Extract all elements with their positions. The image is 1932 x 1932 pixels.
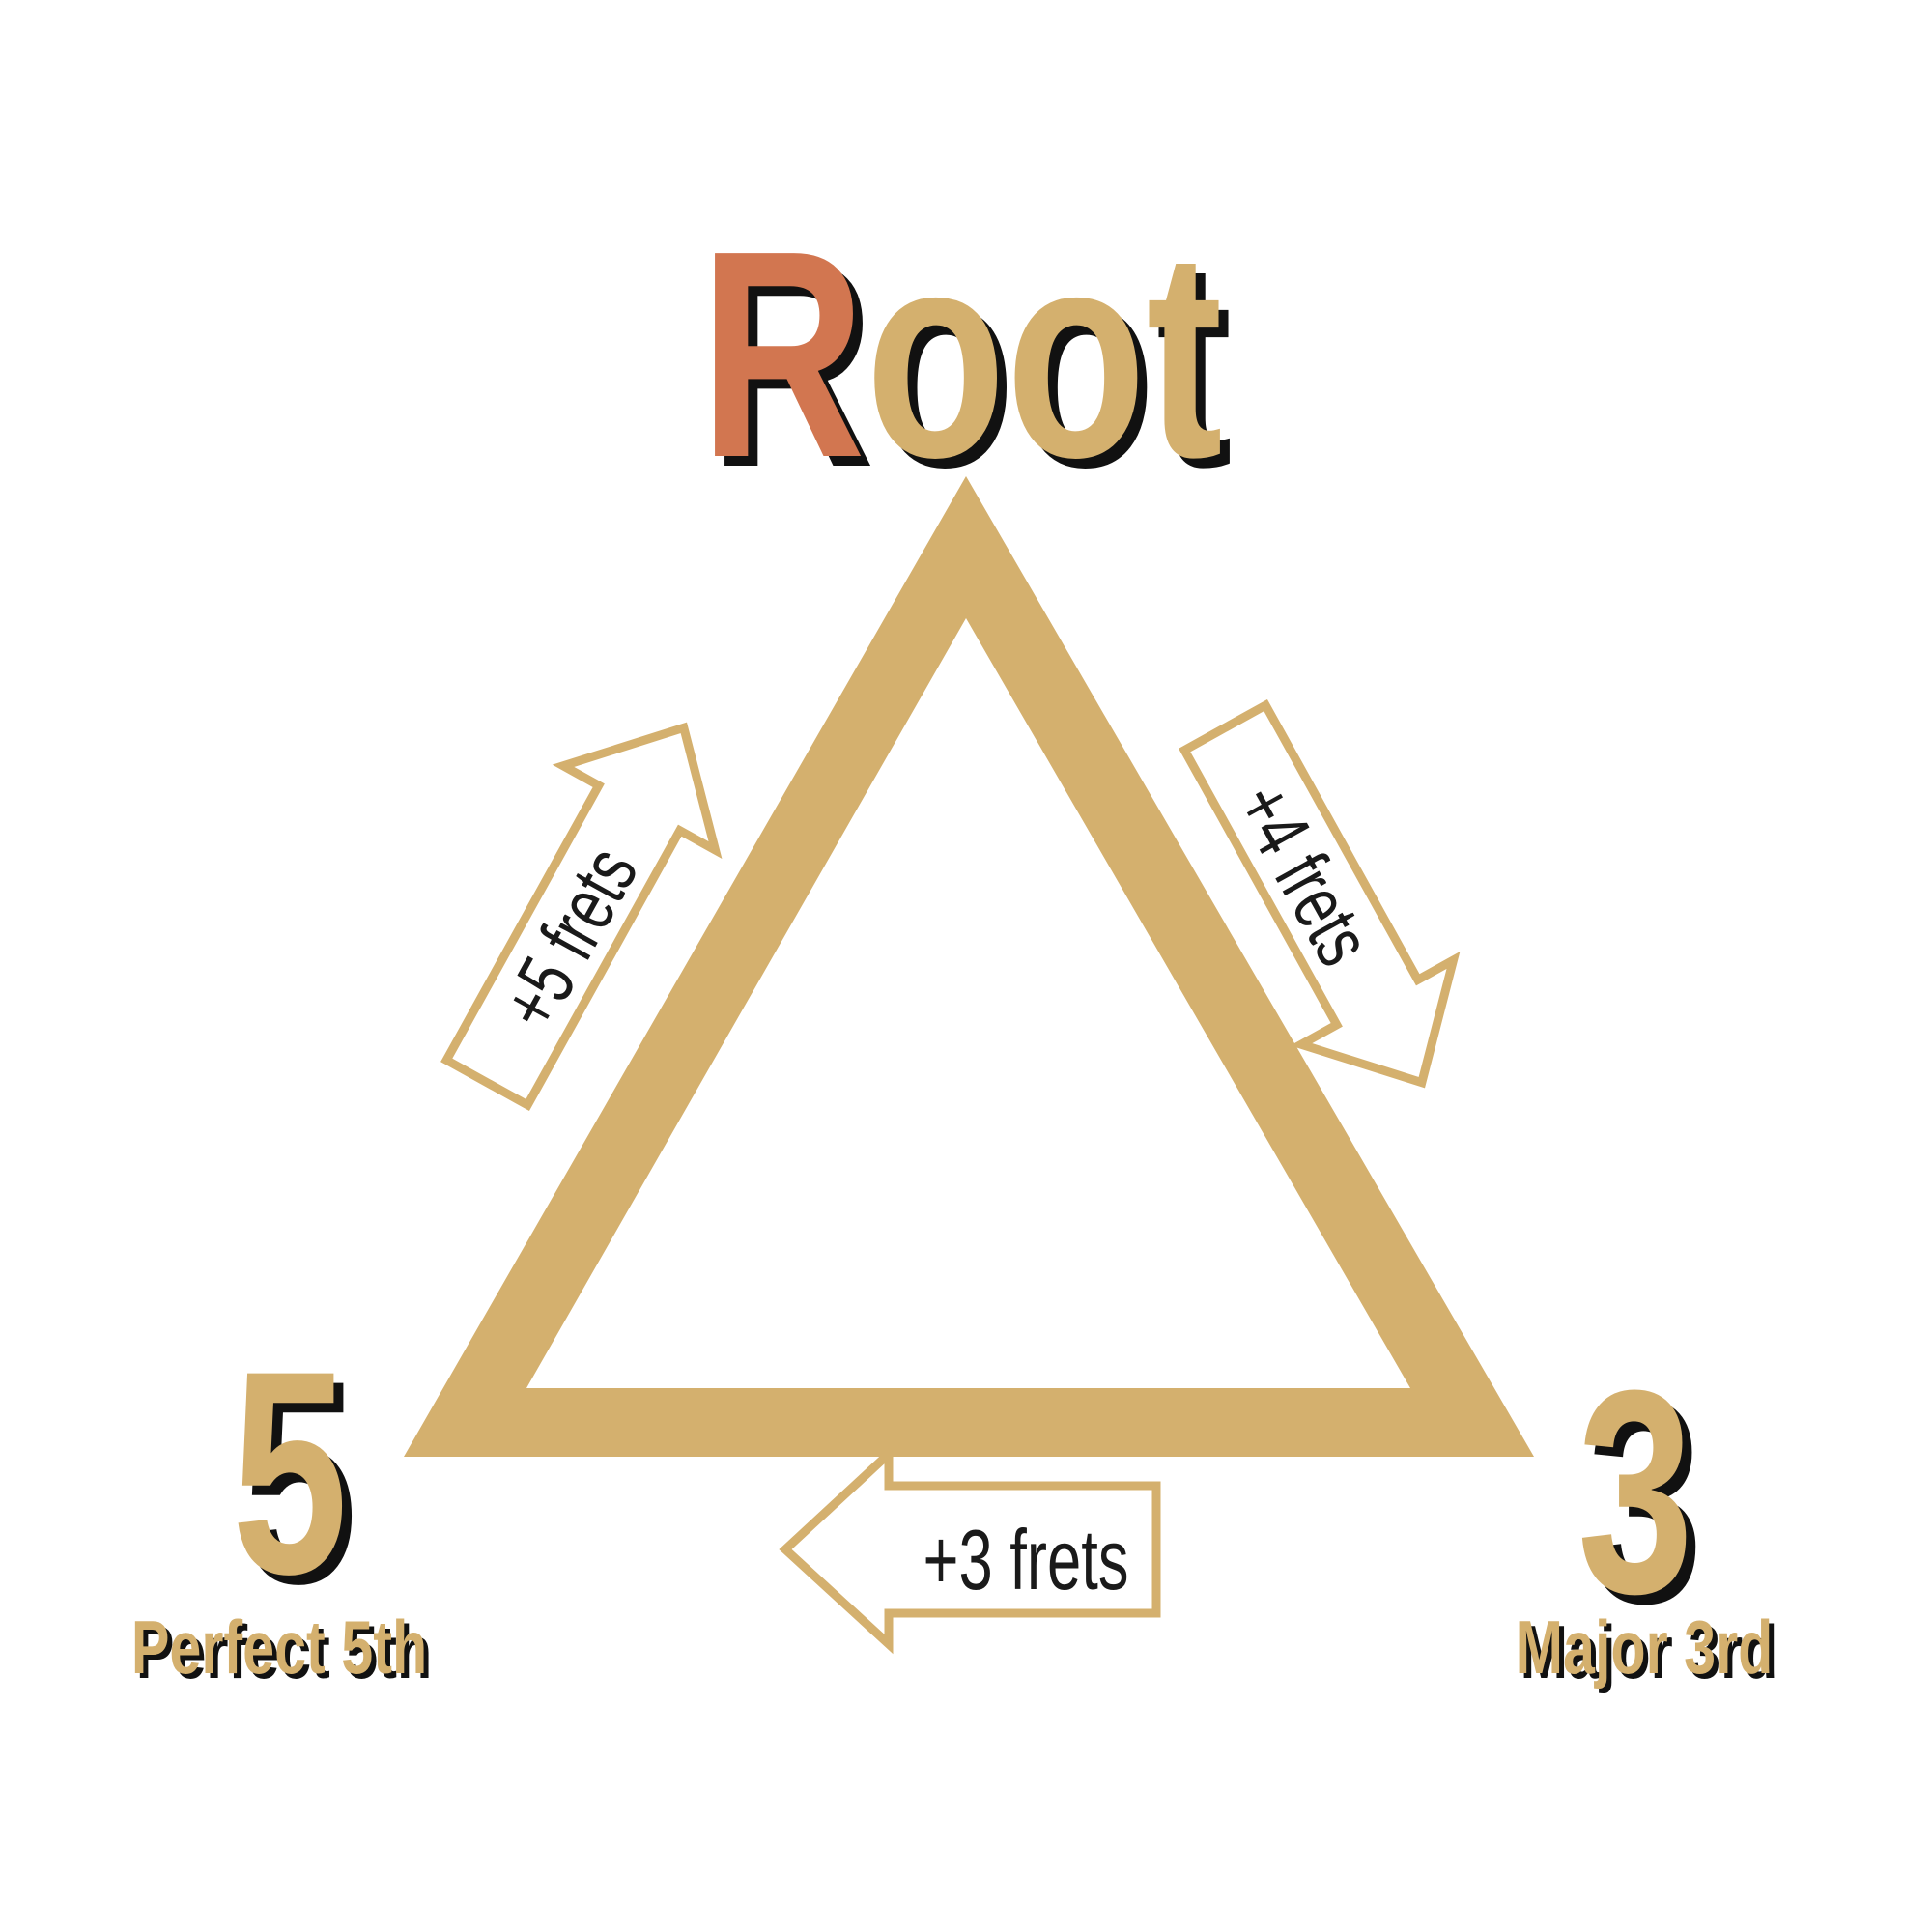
- arrow-right-side-shape: [1179, 698, 1461, 1089]
- arrow-bottom-shape: [779, 1443, 1161, 1655]
- arrow-left-side-shape: [440, 722, 723, 1112]
- title-text: Root: [699, 188, 1223, 518]
- vertex-right-number-shadow: 3: [1587, 1340, 1703, 1663]
- arrow-bottom-label: +3 frets: [923, 1514, 1128, 1608]
- vertex-left-number: 5: [232, 1311, 348, 1634]
- vertex-left-number-shadow: 5: [242, 1321, 357, 1644]
- vertex-right: 3 3 Major 3rd Major 3rd: [1516, 1330, 1778, 1694]
- vertex-left-name: Perfect 5th: [131, 1605, 427, 1690]
- title-first-letter: R: [699, 188, 866, 518]
- title-rest: oot: [866, 188, 1223, 518]
- vertex-right-number: 3: [1577, 1330, 1693, 1654]
- vertex-right-name: Major 3rd: [1516, 1605, 1774, 1690]
- vertex-left: 5 5 Perfect 5th Perfect 5th: [131, 1311, 432, 1694]
- title-shadow: Root: [709, 198, 1233, 527]
- vertex-right-name-shadow: Major 3rd: [1520, 1609, 1778, 1694]
- vertex-left-name-shadow: Perfect 5th: [136, 1609, 432, 1694]
- title-root: Root Root: [699, 188, 1233, 527]
- triangle-outline: [404, 476, 1534, 1457]
- arrow-bottom: +3 frets: [779, 1443, 1161, 1655]
